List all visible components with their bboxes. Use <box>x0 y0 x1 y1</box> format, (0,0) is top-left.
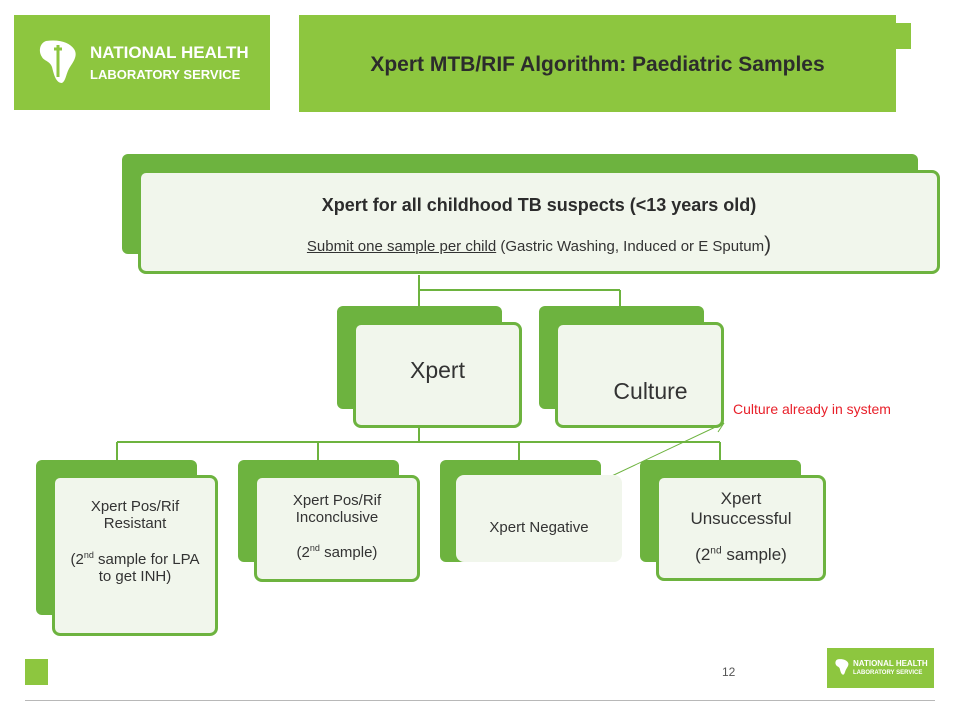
logo-line-1: NATIONAL HEALTH <box>90 43 249 62</box>
unsuccessful-node-label: Xpert Unsuccessful <box>690 489 792 528</box>
africa-logo-icon <box>835 659 849 675</box>
note-sup: nd <box>83 550 94 560</box>
root-sub-underlined: Submit one sample per child <box>306 238 497 255</box>
culture-node <box>555 322 724 428</box>
note-post: sample) <box>319 544 378 561</box>
note-pre: (2 <box>70 551 84 568</box>
note-pre: (2 <box>296 544 310 561</box>
root-sub-rest: (Gastric Washing, Induced or E Sputum <box>496 238 765 255</box>
culture-node-label: Culture <box>613 378 688 404</box>
note-pre: (2 <box>695 545 711 564</box>
inconclusive-node-label: Xpert Pos/Rif Inconclusive <box>292 492 382 526</box>
page-number: 12 <box>722 665 736 679</box>
root-node-subtitle: Submit one sample per child (Gastric Was… <box>141 233 937 257</box>
resistant-node-label: Xpert Pos/Rif Resistant <box>90 498 180 532</box>
root-sub-close: ) <box>764 233 772 256</box>
resistant-node-note: (2nd sample for LPA to get INH) <box>52 550 218 585</box>
note-sup: nd <box>710 545 722 557</box>
logo-line-2: LABORATORY SERVICE <box>90 67 241 82</box>
note-sup: nd <box>309 543 320 553</box>
page-title: Xpert MTB/RIF Algorithm: Paediatric Samp… <box>370 53 825 76</box>
footer-logo: NATIONAL HEALTH LABORATORY SERVICE <box>827 648 934 688</box>
culture-annotation: Culture already in system <box>733 401 891 417</box>
africa-logo-icon <box>39 40 76 83</box>
negative-node-label: Xpert Negative <box>489 519 589 536</box>
footer-divider <box>25 700 935 701</box>
title-banner: Xpert MTB/RIF Algorithm: Paediatric Samp… <box>299 15 896 112</box>
inconclusive-node <box>254 475 420 582</box>
negative-node <box>456 475 622 562</box>
note-post: sample for LPA to get INH) <box>93 551 200 585</box>
root-node: Xpert for all childhood TB suspects (<13… <box>138 170 940 274</box>
note-post: sample) <box>721 545 787 564</box>
footer-logo-line-2: LABORATORY SERVICE <box>853 670 923 676</box>
decorative-square-bottom <box>25 659 48 685</box>
header-logo: NATIONAL HEALTH LABORATORY SERVICE <box>14 15 270 110</box>
root-node-title: Xpert for all childhood TB suspects (<13… <box>321 195 757 215</box>
decorative-square-top <box>895 23 911 49</box>
unsuccessful-node <box>656 475 826 581</box>
inconclusive-node-note: (2nd sample) <box>254 543 420 561</box>
footer-logo-line-1: NATIONAL HEALTH <box>853 659 928 668</box>
xpert-node <box>353 322 522 428</box>
resistant-node <box>52 475 218 636</box>
unsuccessful-node-note: (2nd sample) <box>656 545 826 565</box>
xpert-node-label: Xpert <box>410 357 465 383</box>
